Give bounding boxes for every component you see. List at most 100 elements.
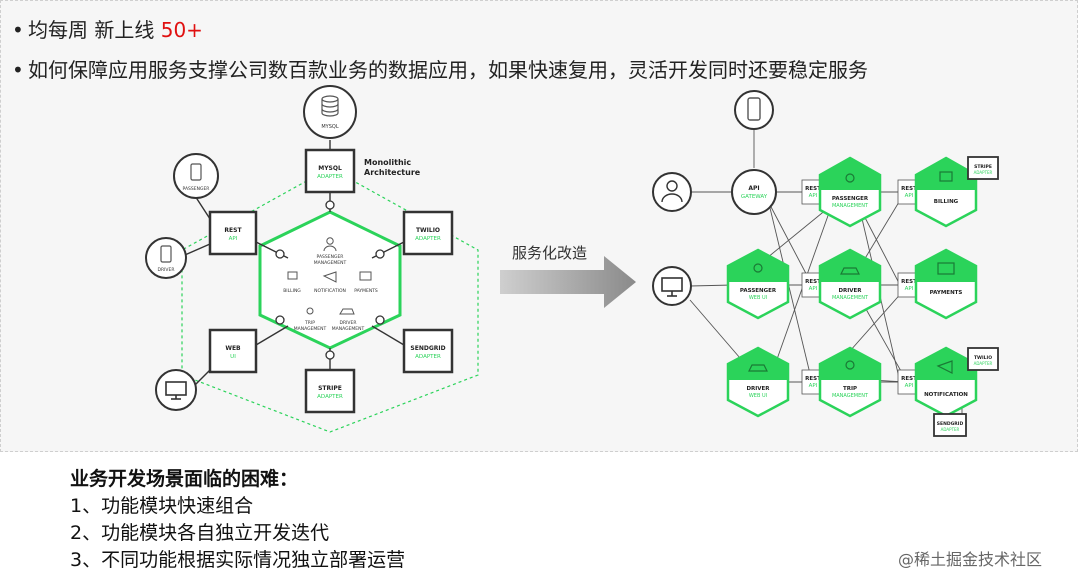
svg-text:BILLING: BILLING bbox=[283, 288, 301, 294]
svg-text:TRIP: TRIP bbox=[304, 320, 315, 326]
svg-text:ADAPTER: ADAPTER bbox=[415, 236, 441, 242]
svg-text:TWILIO: TWILIO bbox=[416, 227, 440, 234]
svg-text:PAYMENTS: PAYMENTS bbox=[930, 290, 963, 296]
stripe-adapter-right: STRIPE ADAPTER bbox=[967, 156, 999, 180]
bullet-line-1: •均每周 新上线 50+ bbox=[12, 14, 203, 43]
billing-icon bbox=[287, 271, 298, 280]
svg-text:STRIPE: STRIPE bbox=[974, 164, 992, 170]
svg-text:REST: REST bbox=[901, 279, 917, 285]
svg-text:WEB: WEB bbox=[225, 345, 241, 352]
sendgrid-adapter-box: SENDGRID ADAPTER bbox=[402, 328, 454, 374]
microservices-diagram: API GATEWAY REST API REST API REST API R… bbox=[652, 90, 999, 437]
twilio-adapter-box: TWILIO ADAPTER bbox=[402, 210, 454, 256]
svg-text:ADAPTER: ADAPTER bbox=[415, 354, 441, 360]
svg-text:REST: REST bbox=[901, 186, 917, 192]
svg-text:DRIVER: DRIVER bbox=[838, 288, 862, 294]
passenger-client: PASSENGER bbox=[173, 153, 219, 199]
difficulties-list: 业务开发场景面临的困难： 1、功能模块快速组合 2、功能模块各自独立开发迭代 3… bbox=[70, 466, 405, 574]
megaphone-icon bbox=[936, 360, 953, 374]
svg-text:MANAGEMENT: MANAGEMENT bbox=[294, 326, 327, 332]
difficulty-item: 2、功能模块各自独立开发迭代 bbox=[70, 522, 330, 544]
megaphone-icon bbox=[322, 271, 337, 283]
svg-text:MYSQL: MYSQL bbox=[318, 165, 342, 172]
difficulties-title: 业务开发场景面临的困难： bbox=[70, 468, 299, 490]
service-passenger-management: PASSENGER MANAGEMENT bbox=[818, 156, 882, 228]
difficulty-item: 1、功能模块快速组合 bbox=[70, 495, 254, 517]
svg-text:REST: REST bbox=[805, 186, 821, 192]
svg-text:API: API bbox=[809, 286, 818, 292]
svg-text:DRIVER: DRIVER bbox=[746, 386, 770, 392]
bullet-2-text: 如何保障应用服务支撑公司数百款业务的数据应用，如果快速复用，灵活开发同时还要稳定… bbox=[28, 58, 868, 82]
arrow-label: 服务化改造 bbox=[512, 244, 588, 262]
svg-text:PASSENGER: PASSENGER bbox=[183, 186, 210, 192]
mysql-label: MYSQL bbox=[321, 124, 338, 130]
mobile-client bbox=[734, 90, 774, 130]
svg-text:MANAGEMENT: MANAGEMENT bbox=[832, 295, 869, 301]
service-billing: BILLING bbox=[914, 156, 978, 228]
svg-text:API: API bbox=[809, 383, 818, 389]
person-icon bbox=[666, 180, 678, 192]
database-icon bbox=[321, 95, 339, 117]
car-icon bbox=[840, 267, 860, 275]
svg-text:REST: REST bbox=[805, 376, 821, 382]
monolithic-diagram: MYSQL Monolithic Architecture MYSQL ADAP… bbox=[145, 85, 479, 433]
svg-text:SENDGRID: SENDGRID bbox=[410, 345, 445, 352]
svg-text:DRIVER: DRIVER bbox=[158, 267, 175, 273]
svg-text:PASSENGER: PASSENGER bbox=[832, 196, 869, 202]
twilio-adapter-right: TWILIO ADAPTER bbox=[967, 347, 999, 371]
card-icon bbox=[359, 271, 372, 281]
svg-text:REST: REST bbox=[805, 279, 821, 285]
svg-text:ADAPTER: ADAPTER bbox=[941, 427, 960, 432]
svg-text:MANAGEMENT: MANAGEMENT bbox=[832, 393, 869, 399]
car-icon bbox=[339, 308, 355, 315]
service-payments: PAYMENTS bbox=[914, 248, 978, 320]
person-icon bbox=[753, 263, 763, 273]
pin-icon bbox=[845, 360, 855, 370]
svg-text:API: API bbox=[905, 193, 914, 199]
rest-api-box: REST API bbox=[208, 210, 258, 256]
svg-text:SENDGRID: SENDGRID bbox=[937, 421, 964, 427]
svg-text:ADAPTER: ADAPTER bbox=[974, 361, 993, 366]
svg-text:MANAGEMENT: MANAGEMENT bbox=[332, 326, 365, 332]
web-ui-box: WEB UI bbox=[208, 328, 258, 374]
pin-icon bbox=[306, 307, 314, 315]
bullet-dot: • bbox=[12, 18, 24, 42]
monolithic-title-1: Monolithic bbox=[364, 158, 411, 167]
svg-text:ADAPTER: ADAPTER bbox=[317, 174, 343, 180]
svg-text:MANAGEMENT: MANAGEMENT bbox=[832, 203, 869, 209]
svg-text:API: API bbox=[748, 185, 759, 192]
svg-text:ADAPTER: ADAPTER bbox=[317, 394, 343, 400]
connector-dots bbox=[275, 200, 385, 360]
svg-text:API: API bbox=[905, 383, 914, 389]
architecture-diagram: MYSQL Monolithic Architecture MYSQL ADAP… bbox=[145, 85, 999, 437]
service-notification: NOTIFICATION bbox=[914, 346, 978, 418]
svg-text:TRIP: TRIP bbox=[843, 386, 857, 392]
desktop-client bbox=[155, 369, 197, 411]
watermark: @稀土掘金技术社区 bbox=[898, 550, 1043, 569]
card-icon bbox=[937, 262, 955, 275]
sendgrid-adapter-right: SENDGRID ADAPTER bbox=[933, 413, 967, 437]
service-driver-management: DRIVER MANAGEMENT bbox=[818, 248, 882, 320]
svg-text:NOTIFICATION: NOTIFICATION bbox=[314, 288, 346, 294]
bullet-1-highlight: 50+ bbox=[160, 18, 203, 42]
bullet-dot: • bbox=[12, 58, 24, 82]
service-trip-management: TRIP MANAGEMENT bbox=[818, 346, 882, 418]
car-icon bbox=[748, 364, 768, 372]
svg-text:WEB UI: WEB UI bbox=[749, 393, 767, 399]
svg-text:DRIVER: DRIVER bbox=[340, 320, 357, 326]
service-passenger-web-ui: PASSENGER WEB UI bbox=[726, 248, 790, 320]
bullet-1-text: 均每周 新上线 bbox=[28, 18, 161, 42]
monolithic-title-2: Architecture bbox=[364, 168, 421, 177]
svg-text:API: API bbox=[809, 193, 818, 199]
mysql-adapter-box: MYSQL ADAPTER bbox=[304, 148, 356, 194]
phone-icon bbox=[160, 245, 172, 263]
bullet-line-2: •如何保障应用服务支撑公司数百款业务的数据应用，如果快速复用，灵活开发同时还要稳… bbox=[12, 54, 868, 83]
person-icon bbox=[845, 173, 855, 183]
svg-text:REST: REST bbox=[901, 376, 917, 382]
svg-text:PASSENGER: PASSENGER bbox=[317, 254, 344, 260]
svg-text:GATEWAY: GATEWAY bbox=[741, 194, 768, 200]
svg-text:MANAGEMENT: MANAGEMENT bbox=[314, 260, 347, 266]
person-client bbox=[652, 172, 692, 212]
service-driver-web-ui: DRIVER WEB UI bbox=[726, 346, 790, 418]
desktop-client-right bbox=[652, 266, 692, 306]
